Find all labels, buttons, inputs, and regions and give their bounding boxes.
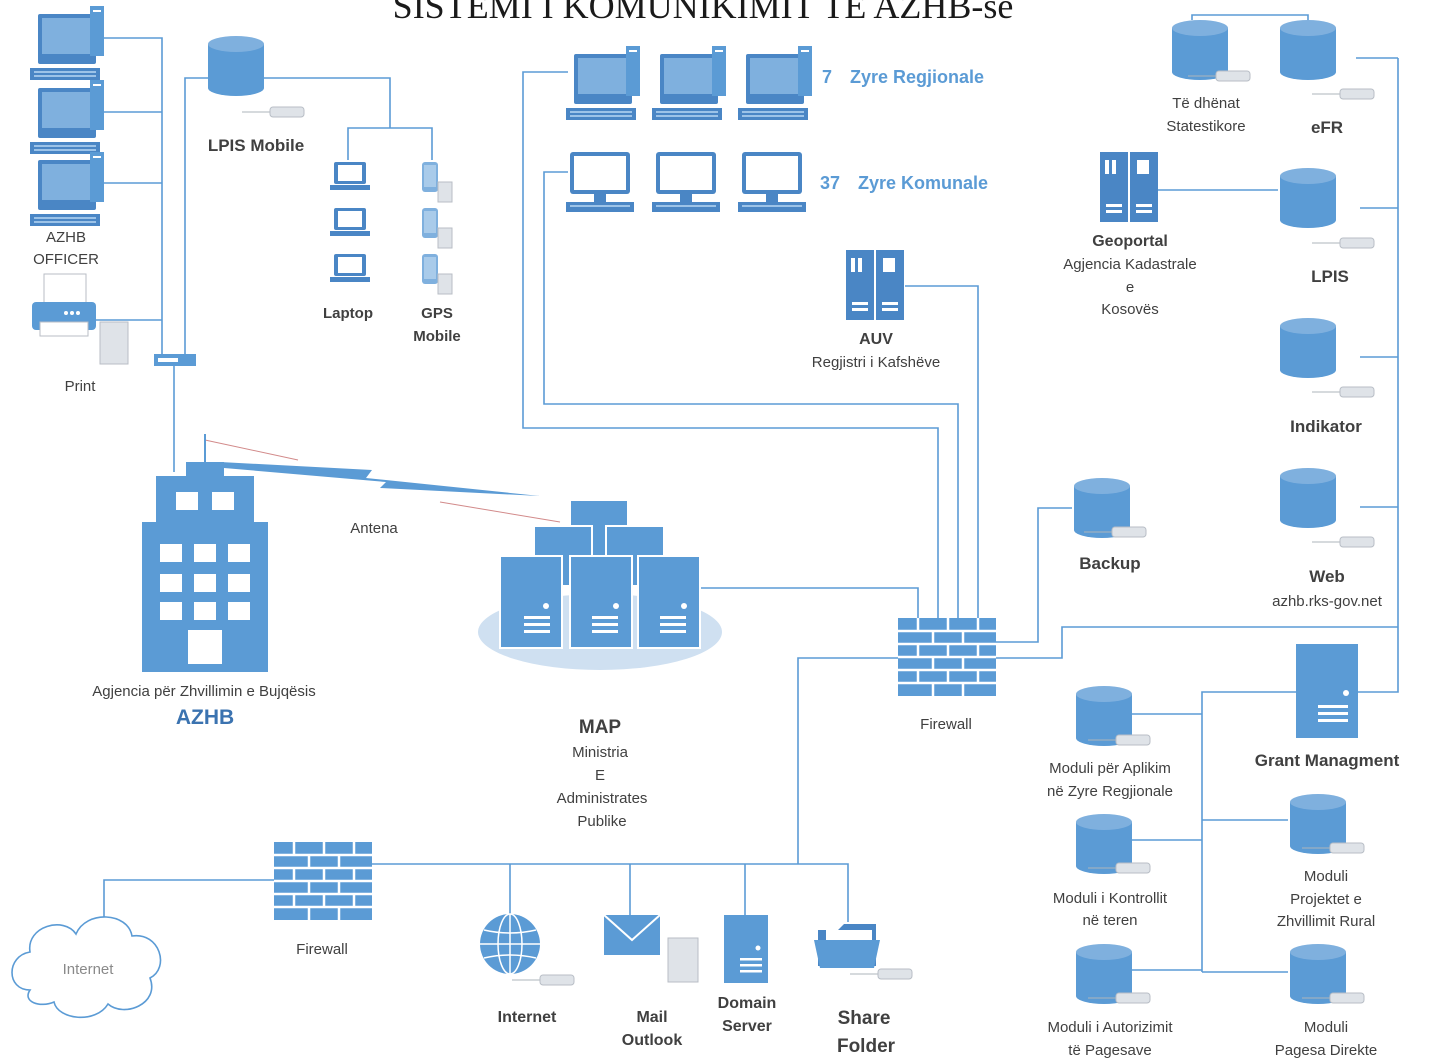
print-label: Print — [65, 378, 97, 395]
module-application-label: Moduli për Aplikim — [1049, 760, 1171, 777]
azhb-officer-pc-1 — [30, 6, 104, 80]
module-authorization-db-icon — [1076, 944, 1151, 1004]
azhb-officer-pc-2 — [30, 80, 104, 154]
map-server-cluster-icon — [478, 499, 722, 670]
azhb-officer-pc-3 — [30, 152, 104, 226]
grant-management-server-icon — [1296, 644, 1358, 738]
mail-label: Mail — [636, 1009, 667, 1026]
web-db-icon — [1280, 468, 1375, 548]
domain-server-label-2: Server — [722, 1018, 772, 1035]
module-authorization-label-2: të Pagesave — [1068, 1042, 1151, 1059]
module-rural-label-2: Projektet e — [1290, 891, 1362, 908]
efr-label: eFR — [1311, 118, 1343, 137]
backup-label: Backup — [1079, 554, 1140, 573]
web-label: Web — [1309, 567, 1345, 586]
map-line-1: Ministria — [572, 744, 628, 761]
module-application-db-icon — [1076, 686, 1151, 746]
globe-icon — [480, 913, 575, 986]
folder-icon — [814, 924, 913, 980]
statistics-label-2: Statestikore — [1166, 118, 1245, 135]
wireless-link — [204, 439, 561, 523]
module-control-db-icon — [1076, 814, 1151, 874]
regional-label: Zyre Regjionale — [850, 67, 984, 87]
auv-server-icon — [846, 250, 904, 320]
module-control-label-2: në teren — [1082, 912, 1137, 929]
indikator-label: Indikator — [1290, 417, 1362, 436]
azhb-short-name: AZHB — [176, 706, 234, 729]
lpis-mobile-db-icon — [208, 36, 305, 118]
lightning-bolt-icon — [220, 462, 540, 496]
connector-lines — [96, 14, 1399, 973]
geoportal-line-4: Kosovës — [1101, 301, 1159, 318]
mail-label-2: Outlook — [622, 1032, 683, 1049]
map-title: MAP — [579, 717, 622, 738]
web-url: azhb.rks-gov.net — [1272, 593, 1383, 610]
gps-mobile-icon — [421, 161, 453, 295]
azhb-officer-label: AZHB — [46, 229, 86, 246]
module-payments-label: Moduli — [1304, 1019, 1348, 1036]
geoportal-line-2: Agjencia Kadastrale — [1063, 256, 1196, 273]
laptop-icon — [330, 162, 370, 282]
map-line-3: Administrates — [557, 790, 648, 807]
module-payments-label-2: Pagesa Direkte — [1275, 1042, 1378, 1059]
lpis-label: LPIS — [1311, 267, 1349, 286]
module-authorization-label: Moduli i Autorizimit — [1047, 1019, 1173, 1036]
auv-subtitle: Regjistri i Kafshëve — [812, 354, 940, 371]
indikator-db-icon — [1280, 318, 1375, 398]
share-folder-label: Share — [838, 1008, 891, 1029]
backup-db-icon — [1074, 478, 1147, 538]
module-direct-payments-db-icon — [1290, 944, 1365, 1004]
printer-icon — [32, 273, 129, 365]
azhb-full-name: Agjencia për Zhvillimin e Bujqësis — [92, 683, 315, 700]
regional-count: 7 — [822, 67, 832, 87]
lpis-mobile-label: LPIS Mobile — [208, 136, 304, 155]
gps-label-2: Mobile — [413, 328, 461, 345]
grant-management-label: Grant Managment — [1255, 751, 1400, 770]
geoportal-line-3: e — [1126, 279, 1134, 296]
laptop-label: Laptop — [323, 305, 373, 322]
auv-title: AUV — [859, 331, 893, 348]
mail-icon — [603, 914, 699, 983]
domain-server-label: Domain — [718, 995, 777, 1012]
map-line-4: Publike — [577, 813, 626, 830]
module-rural-projects-db-icon — [1290, 794, 1365, 854]
share-folder-label-2: Folder — [837, 1036, 896, 1057]
municipal-count: 37 — [820, 173, 840, 193]
internet-cloud-icon — [11, 916, 162, 1019]
main-firewall-label: Firewall — [920, 716, 972, 733]
azhb-building-icon — [142, 434, 268, 672]
internet-firewall-icon — [272, 840, 374, 922]
module-control-label: Moduli i Kontrollit — [1053, 890, 1168, 907]
internet-firewall-label: Firewall — [296, 941, 348, 958]
regional-office-pcs — [566, 46, 812, 120]
geoportal-server-icon — [1100, 152, 1158, 222]
gps-label: GPS — [421, 305, 453, 322]
module-rural-label-3: Zhvillimit Rural — [1277, 913, 1375, 930]
geoportal-title: Geoportal — [1092, 233, 1168, 250]
map-line-2: E — [595, 767, 605, 784]
network-switch-icon — [154, 354, 196, 366]
municipal-office-pcs — [566, 152, 806, 212]
domain-server-icon — [724, 915, 768, 983]
lpis-db-icon — [1280, 168, 1375, 249]
efr-db-icon — [1280, 20, 1375, 100]
internet-cloud-label: Internet — [63, 961, 115, 978]
module-rural-label: Moduli — [1304, 868, 1348, 885]
statistics-label: Të dhënat — [1172, 95, 1240, 112]
statistics-db-icon — [1172, 20, 1251, 82]
antenna-label: Antena — [350, 520, 398, 537]
municipal-label: Zyre Komunale — [858, 173, 988, 193]
internet-label: Internet — [498, 1009, 557, 1026]
azhb-officer-label-2: OFFICER — [33, 251, 99, 268]
main-firewall-icon — [896, 616, 998, 698]
module-application-label-2: në Zyre Regjionale — [1047, 783, 1173, 800]
diagram-title: SISTEMI I KOMUNIKIMIT TE AZHB-së — [393, 0, 1014, 26]
